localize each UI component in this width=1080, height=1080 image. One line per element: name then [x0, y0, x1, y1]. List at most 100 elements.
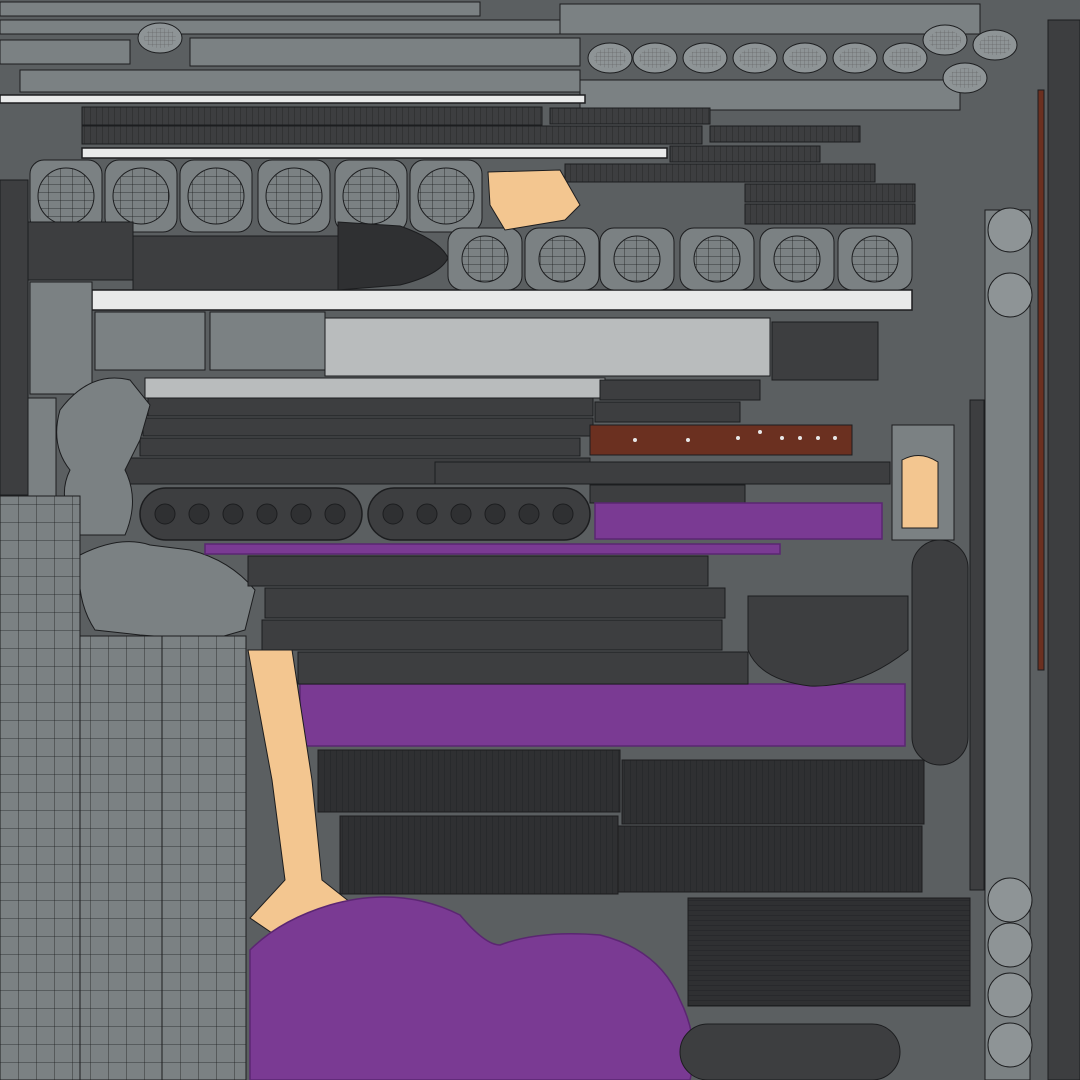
whiteline-island: [81, 147, 668, 159]
hlinesr-island: [688, 898, 970, 1006]
gray-island: [0, 19, 561, 35]
fretboard: [589, 424, 853, 456]
vlines-island: [340, 816, 618, 894]
dark-bank: [594, 401, 741, 423]
dark-strip-lines: [745, 184, 915, 202]
purple-island: [299, 683, 906, 747]
dark-bank: [139, 437, 581, 457]
vlines-island: [622, 760, 924, 824]
skin-island: [901, 455, 939, 529]
dark-island: [911, 539, 969, 766]
purple-island: [204, 543, 781, 555]
left-column: [0, 179, 339, 497]
lower-left-grids: [0, 495, 247, 1080]
lower-banks: [247, 555, 971, 1007]
dark-banks-middle: [121, 379, 891, 504]
gray-island: [0, 1, 481, 17]
fret-dot: [758, 430, 762, 434]
fret-dot: [833, 436, 837, 440]
dark-strip-lines: [550, 108, 710, 124]
oval-grid: [839, 48, 871, 68]
cup-center: [342, 167, 400, 225]
dark-strip-lines: [710, 126, 860, 142]
dark-strip-lines: [82, 107, 542, 125]
cup-center: [417, 167, 475, 225]
chain-belt: [367, 487, 591, 541]
gray-island: [94, 311, 206, 371]
dark-island: [1047, 19, 1080, 1080]
cup-center: [613, 235, 661, 283]
oval-grid: [889, 48, 921, 68]
guitar-body-purple: [249, 896, 695, 1080]
vlines-island: [618, 826, 922, 892]
cup-center: [461, 235, 509, 283]
gray-island: [78, 541, 256, 641]
gray-island: [19, 69, 581, 93]
dark-island: [27, 221, 134, 281]
fret-dot: [798, 436, 802, 440]
gray-island: [189, 37, 581, 67]
chain-link: [382, 503, 404, 525]
oval-grid: [639, 48, 671, 68]
vlines-island: [318, 750, 620, 812]
top-ovals: [137, 22, 1018, 94]
gray-island: [27, 397, 57, 497]
cup-center: [773, 235, 821, 283]
dark-island: [132, 235, 339, 291]
dark-bank: [142, 417, 594, 437]
chain-belts: [139, 487, 591, 541]
fret-dot: [633, 438, 637, 442]
oval-grid: [789, 48, 821, 68]
chain-link: [450, 503, 472, 525]
dark-island: [261, 619, 723, 651]
dark-island: [969, 399, 985, 891]
chain-link: [256, 503, 278, 525]
dark-island: [771, 321, 879, 381]
cup-center: [851, 235, 899, 283]
oval-grid: [949, 68, 981, 88]
chain-link: [484, 503, 506, 525]
top-strips: [0, 1, 981, 111]
right-circle: [987, 877, 1033, 923]
gray-island: [0, 39, 131, 65]
dark-strips-top: [81, 106, 916, 225]
purple-island: [594, 502, 883, 540]
right-circle: [987, 1022, 1033, 1068]
fret-dot: [686, 438, 690, 442]
chain-link: [416, 503, 438, 525]
cup-row-2: [447, 227, 913, 291]
gray-island: [579, 79, 961, 111]
dark-island: [264, 587, 726, 619]
right-circle: [987, 272, 1033, 318]
chain-belt: [139, 487, 363, 541]
chain-link: [552, 503, 574, 525]
oval-grid: [594, 48, 626, 68]
dark-strip-lines: [670, 146, 820, 162]
right-middle: [747, 424, 969, 766]
gray-island: [29, 281, 93, 395]
cup-center: [265, 167, 323, 225]
dark-strip-lines: [565, 164, 875, 182]
pick-shape: [337, 221, 449, 291]
vgrid-island: [80, 636, 162, 1080]
oval-grid: [739, 48, 771, 68]
bottom-chain: [679, 1023, 901, 1080]
chain-link: [188, 503, 210, 525]
chain-link: [222, 503, 244, 525]
vgrid-island: [162, 636, 246, 1080]
chain-link: [518, 503, 540, 525]
right-circle: [987, 922, 1033, 968]
white-lines: [0, 94, 913, 311]
oval-grid: [144, 28, 176, 48]
dark-bank: [589, 484, 746, 504]
fret-dot: [816, 436, 820, 440]
oval-grid: [979, 35, 1011, 55]
vgrid-island: [0, 496, 80, 1080]
lightgrid-island: [324, 317, 771, 377]
lightgrid-island: [144, 377, 606, 399]
dark-bank: [599, 379, 761, 401]
dark-island: [297, 651, 749, 685]
gray-island: [209, 311, 326, 371]
right-column: [969, 19, 1080, 1080]
chain-link: [154, 503, 176, 525]
